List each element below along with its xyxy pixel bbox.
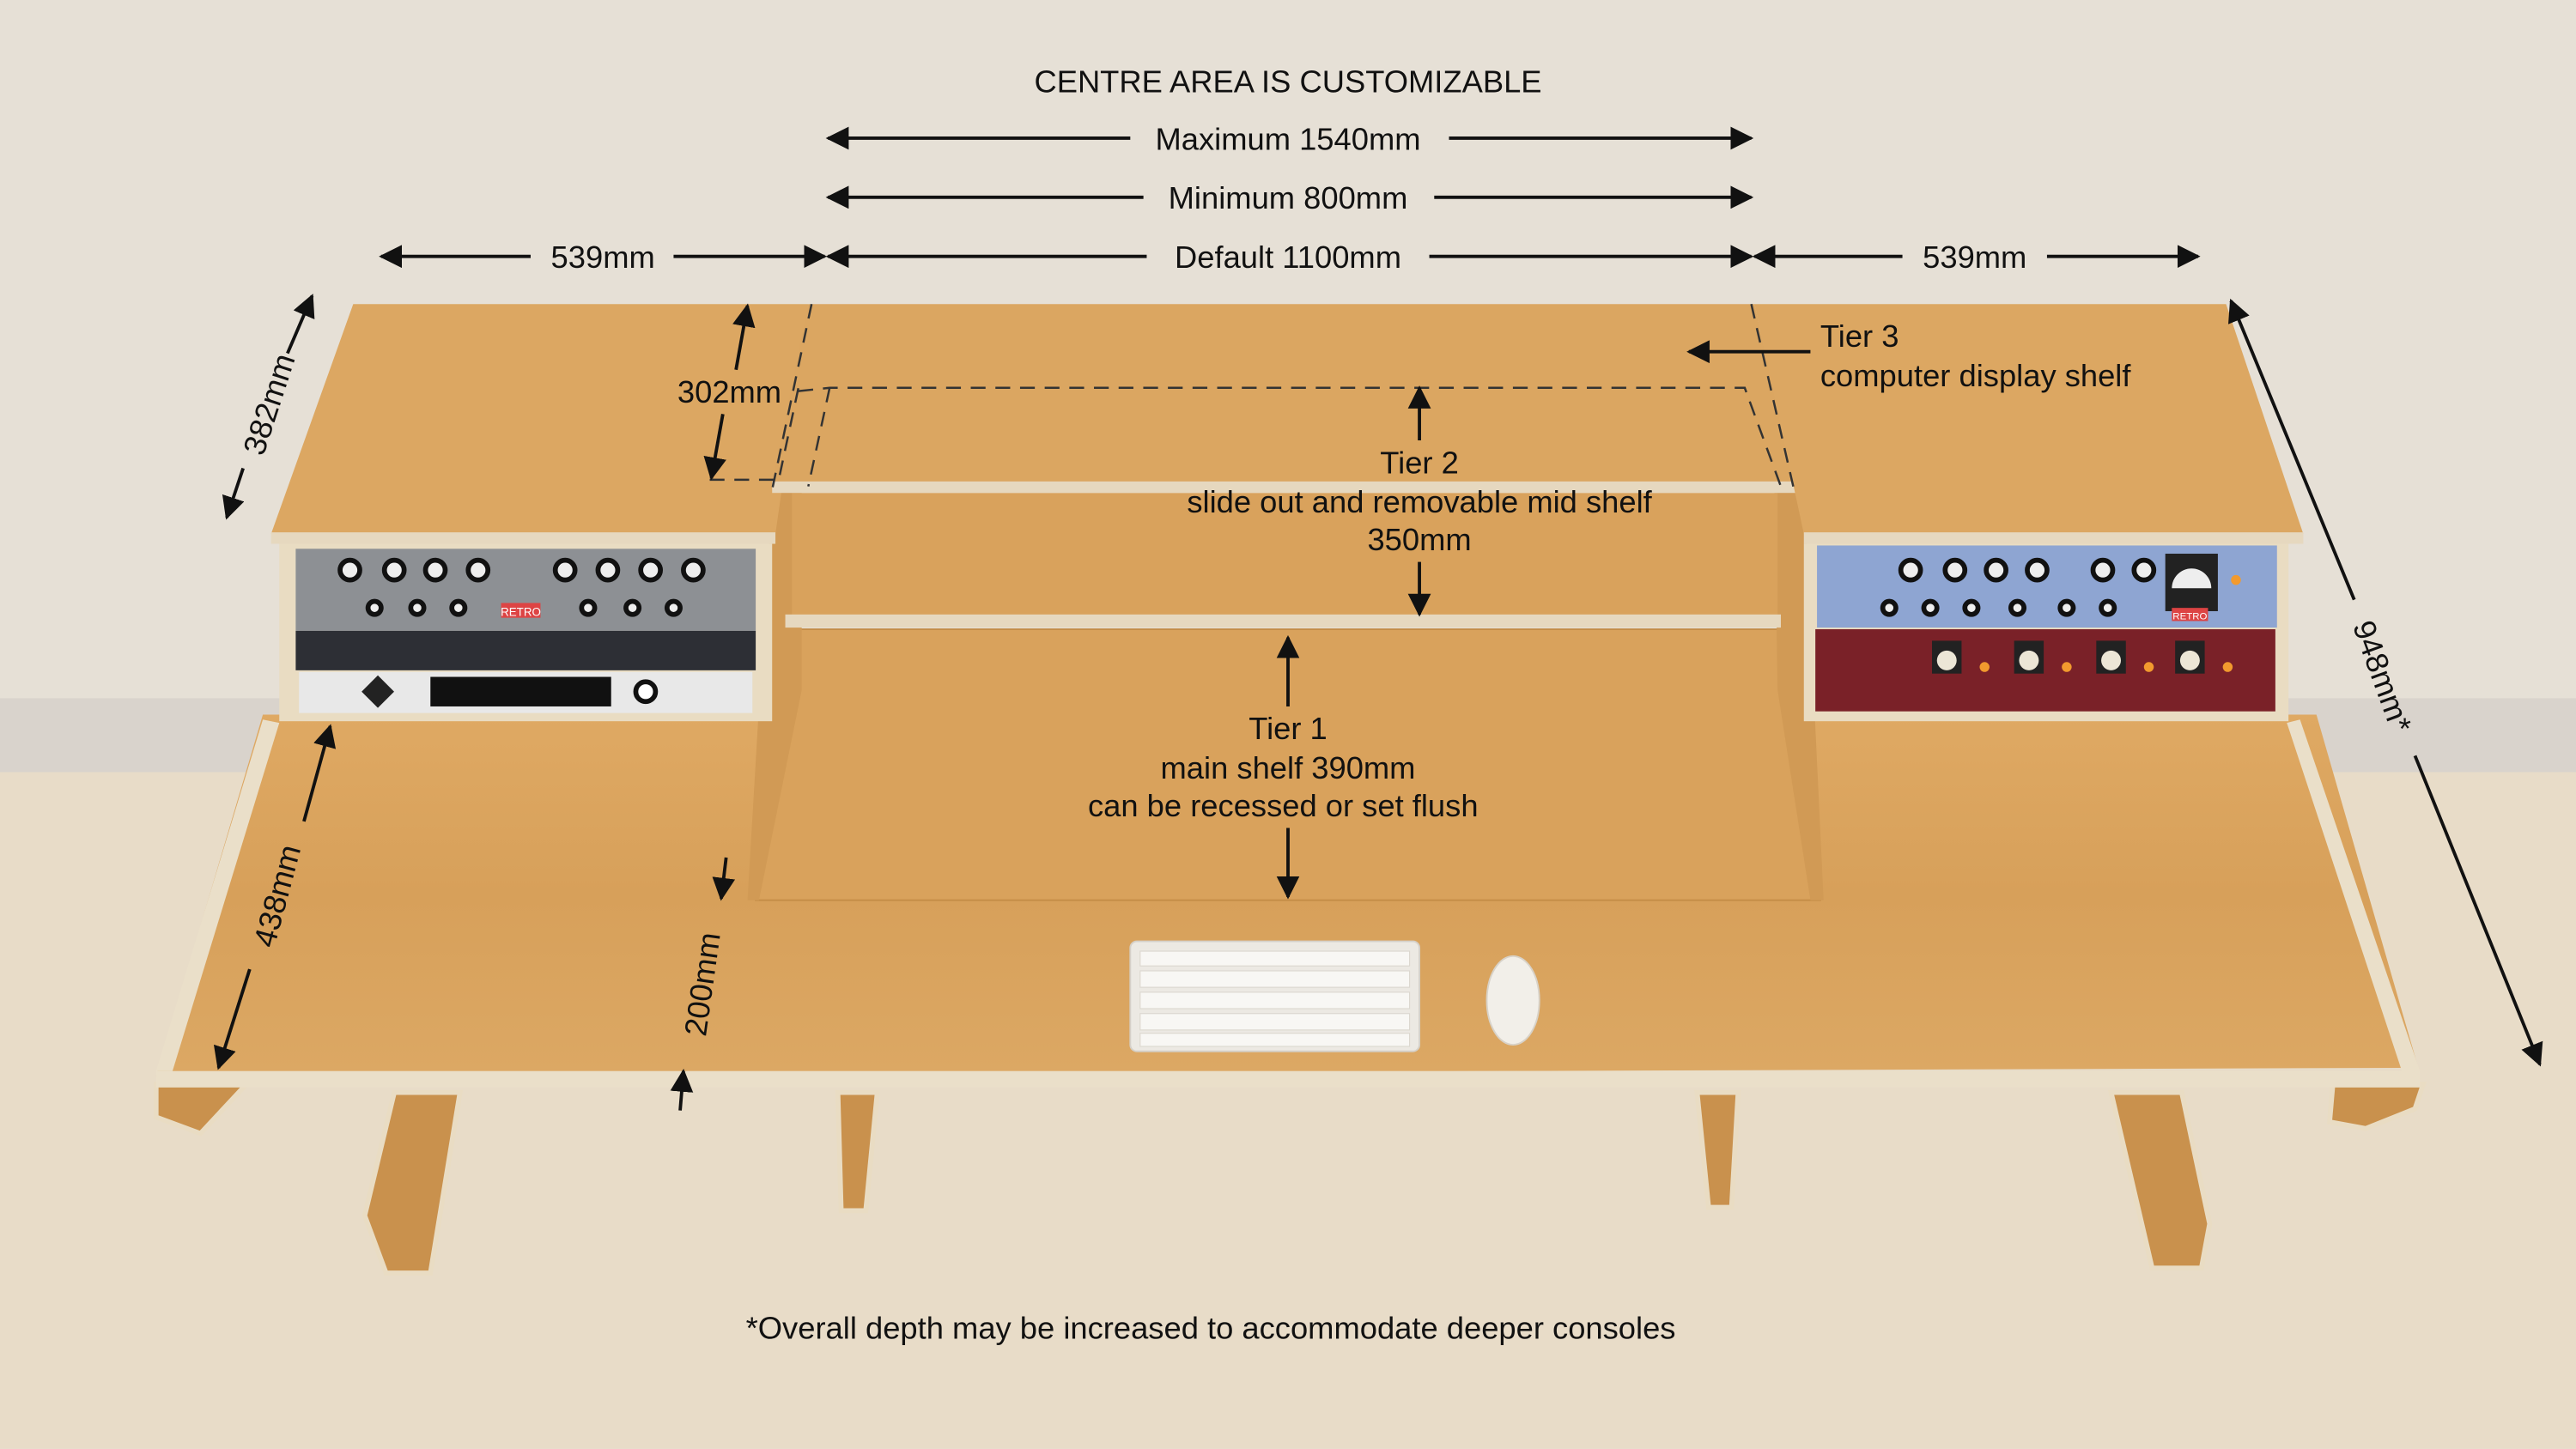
arrow-438-down — [213, 968, 252, 1070]
label-tier3-height: 302mm — [677, 374, 781, 409]
label-right-side-width: 539mm — [1923, 239, 2026, 275]
right-tower-top — [1754, 304, 2304, 535]
rack-unit-blank — [295, 630, 756, 670]
tier2-title: Tier 2 — [1380, 445, 1459, 480]
tier1-title: Tier 1 — [1249, 711, 1327, 746]
arrow-302-up — [732, 303, 756, 371]
knob-icons — [1880, 557, 2157, 617]
arrow-200-up — [670, 1069, 694, 1111]
label-default-width: Default 1100mm — [1175, 239, 1401, 275]
tier2-description: slide out and removable mid shelf — [1187, 484, 1652, 519]
label-maximum-width: Maximum 1540mm — [1155, 121, 1420, 156]
desk-left-lip — [155, 719, 280, 1071]
tier1-note: can be recessed or set flush — [1088, 788, 1479, 823]
centre-side-right — [1774, 484, 1824, 900]
tier3-display-shelf — [772, 304, 1795, 483]
arrow-382-up — [286, 294, 315, 355]
tier2-depth: 350mm — [1367, 522, 1471, 557]
rack-brand-right: RETRO — [2172, 612, 2207, 622]
rack-unit-red-comp — [1815, 629, 2275, 712]
tier2-mid-shelf — [792, 493, 1778, 616]
tier3-shelf-edge — [772, 481, 1798, 494]
title-centre-customizable: CENTRE AREA IS CUSTOMIZABLE — [1034, 64, 1541, 99]
label-minimum-width: Minimum 800mm — [1169, 180, 1408, 215]
left-rack-bay: RETRO — [279, 543, 773, 722]
right-tower-edge — [1803, 532, 2304, 544]
desk-front-edge — [155, 1070, 2421, 1088]
arrow-302-down — [703, 414, 726, 481]
tier3-description: computer display shelf — [1820, 358, 2131, 393]
rack-brand-left: RETRO — [501, 606, 541, 619]
arrow-200-down — [712, 857, 736, 901]
mouse-icon — [1485, 955, 1540, 1046]
right-rack-bay: RETRO — [1803, 543, 2289, 722]
left-tower-top — [270, 304, 809, 535]
centre-side-left — [747, 484, 802, 900]
left-tower-edge — [270, 532, 776, 544]
tier3-height-bracket — [709, 387, 800, 482]
arrow-382-down — [222, 467, 245, 520]
footnote: *Overall depth may be increased to accom… — [746, 1311, 1676, 1346]
tier1-description: main shelf 390mm — [1161, 750, 1416, 785]
tier2-shelf-edge — [785, 614, 1781, 628]
knob-icons — [337, 557, 706, 617]
desk-legs — [153, 1082, 2427, 1276]
keyboard-icon — [1129, 940, 1421, 1052]
desk-right-lip — [2287, 719, 2421, 1071]
arrow-948-down — [2413, 755, 2543, 1067]
arrow-438-up — [302, 724, 337, 822]
tier3-title: Tier 3 — [1820, 318, 1899, 354]
label-left-side-width: 539mm — [551, 239, 655, 275]
knob-icon — [633, 679, 659, 705]
arrow-948-up — [2228, 298, 2356, 601]
